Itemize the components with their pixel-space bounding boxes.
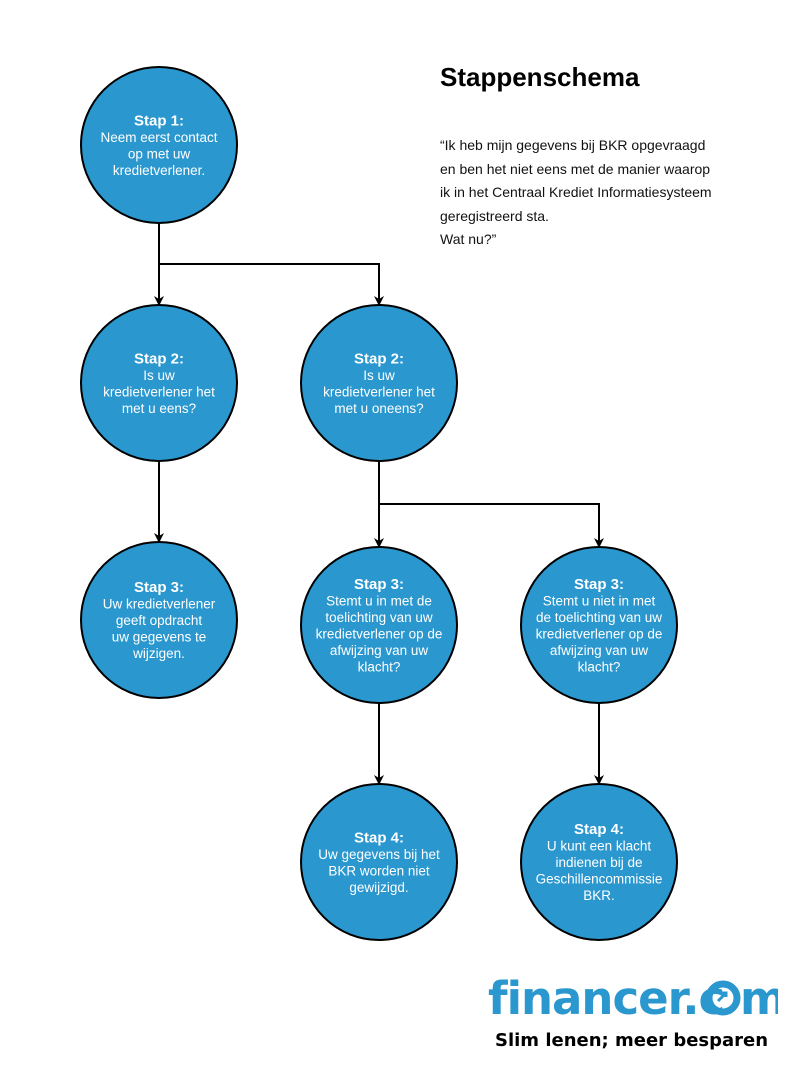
node-text-line: Is uw: [363, 368, 395, 383]
node-circle: [80, 304, 238, 462]
node-text-line: afwijzing van uw: [550, 643, 649, 658]
intro-line: ik in het Centraal Krediet Informatiesys…: [440, 184, 712, 200]
node-text-line: BKR worden niet: [328, 863, 430, 878]
node-title: Stap 2:: [134, 350, 184, 367]
intro-line: “Ik heb mijn gegevens bij BKR opgevraagd: [440, 137, 706, 153]
node-title: Stap 2:: [354, 350, 404, 367]
connector-arrow: [158, 223, 384, 306]
intro-quote: “Ik heb mijn gegevens bij BKR opgevraagd…: [440, 134, 790, 252]
node-title: Stap 4:: [354, 829, 404, 846]
intro-line: geregistreerd sta.: [440, 207, 549, 224]
node-text-line: kredietverlener op de: [316, 626, 443, 641]
node-text-line: gewijzigd.: [349, 880, 408, 895]
node-text-line: Geschillencommissie: [536, 872, 663, 887]
node-circle: [520, 546, 678, 704]
flow-node-stap3-in: Stap 3:Stemt u in met de toelichting van …: [300, 546, 458, 704]
financer-logo[interactable]: financer.c m: [488, 972, 778, 1024]
node-text-line: geeft opdracht: [116, 613, 203, 628]
node-title: Stap 3:: [354, 576, 404, 593]
node-title: Stap 4:: [574, 821, 624, 838]
logo-text-end: m: [740, 972, 778, 1024]
node-text-line: kredietverlener het: [103, 384, 215, 399]
node-text-line: kredietverlener op de: [536, 626, 663, 641]
node-title: Stap 3:: [574, 576, 624, 593]
node-text-line: de toelichting van uw: [536, 610, 662, 625]
node-text-line: Neem eerst contact: [100, 130, 217, 145]
node-text-line: wijzigen.: [132, 646, 185, 661]
node-title: Stap 1:: [134, 112, 184, 129]
svg-text:m: m: [740, 972, 778, 1024]
flow-node-stap3-niet: Stap 3:Stemt u niet in met de toelichting…: [520, 546, 678, 704]
node-text-line: met u oneens?: [334, 401, 423, 416]
node-text-line: klacht?: [358, 659, 401, 674]
svg-text:financer.c: financer.c: [488, 972, 724, 1024]
node-text-line: met u eens?: [122, 401, 196, 416]
node-text-line: toelichting van uw: [325, 610, 433, 625]
node-text-line: uw gegevens te: [112, 630, 207, 645]
intro-line: Wat nu?”: [440, 231, 497, 247]
coin-with-arrow-icon: [705, 980, 741, 1016]
slogan: Slim lenen; meer besparen: [495, 1030, 769, 1051]
node-text-line: kredietverlener het: [323, 384, 435, 399]
node-text-line: kredietverlener.: [113, 163, 205, 178]
node-circle: [300, 546, 458, 704]
node-text-line: klacht?: [578, 659, 621, 674]
node-circle: [300, 304, 458, 462]
connectors: [154, 223, 604, 785]
node-text-line: indienen bij de: [555, 855, 642, 870]
node-text-line: afwijzing van uw: [330, 643, 429, 658]
logo-text: financer.c: [488, 972, 724, 1024]
node-text-line: BKR.: [583, 888, 615, 903]
node-circle: [520, 783, 678, 941]
intro-line: en ben het niet eens met de manier waaro…: [440, 160, 711, 177]
node-circle: [80, 66, 238, 224]
connector-arrow: [378, 461, 604, 548]
node-text-line: Uw kredietverlener: [103, 597, 216, 612]
node-circle: [300, 783, 458, 941]
node-text-line: Stemt u niet in met: [543, 593, 656, 608]
node-circle: [80, 541, 238, 699]
node-text-line: Uw gegevens bij het: [318, 847, 440, 862]
node-text-line: Is uw: [143, 368, 175, 383]
node-text-line: Stemt u in met de: [326, 593, 432, 608]
node-text-line: U kunt een klacht: [547, 839, 652, 854]
node-title: Stap 3:: [134, 579, 184, 596]
page-title: Stappenschema: [440, 62, 640, 92]
node-text-line: op met uw: [128, 146, 191, 161]
